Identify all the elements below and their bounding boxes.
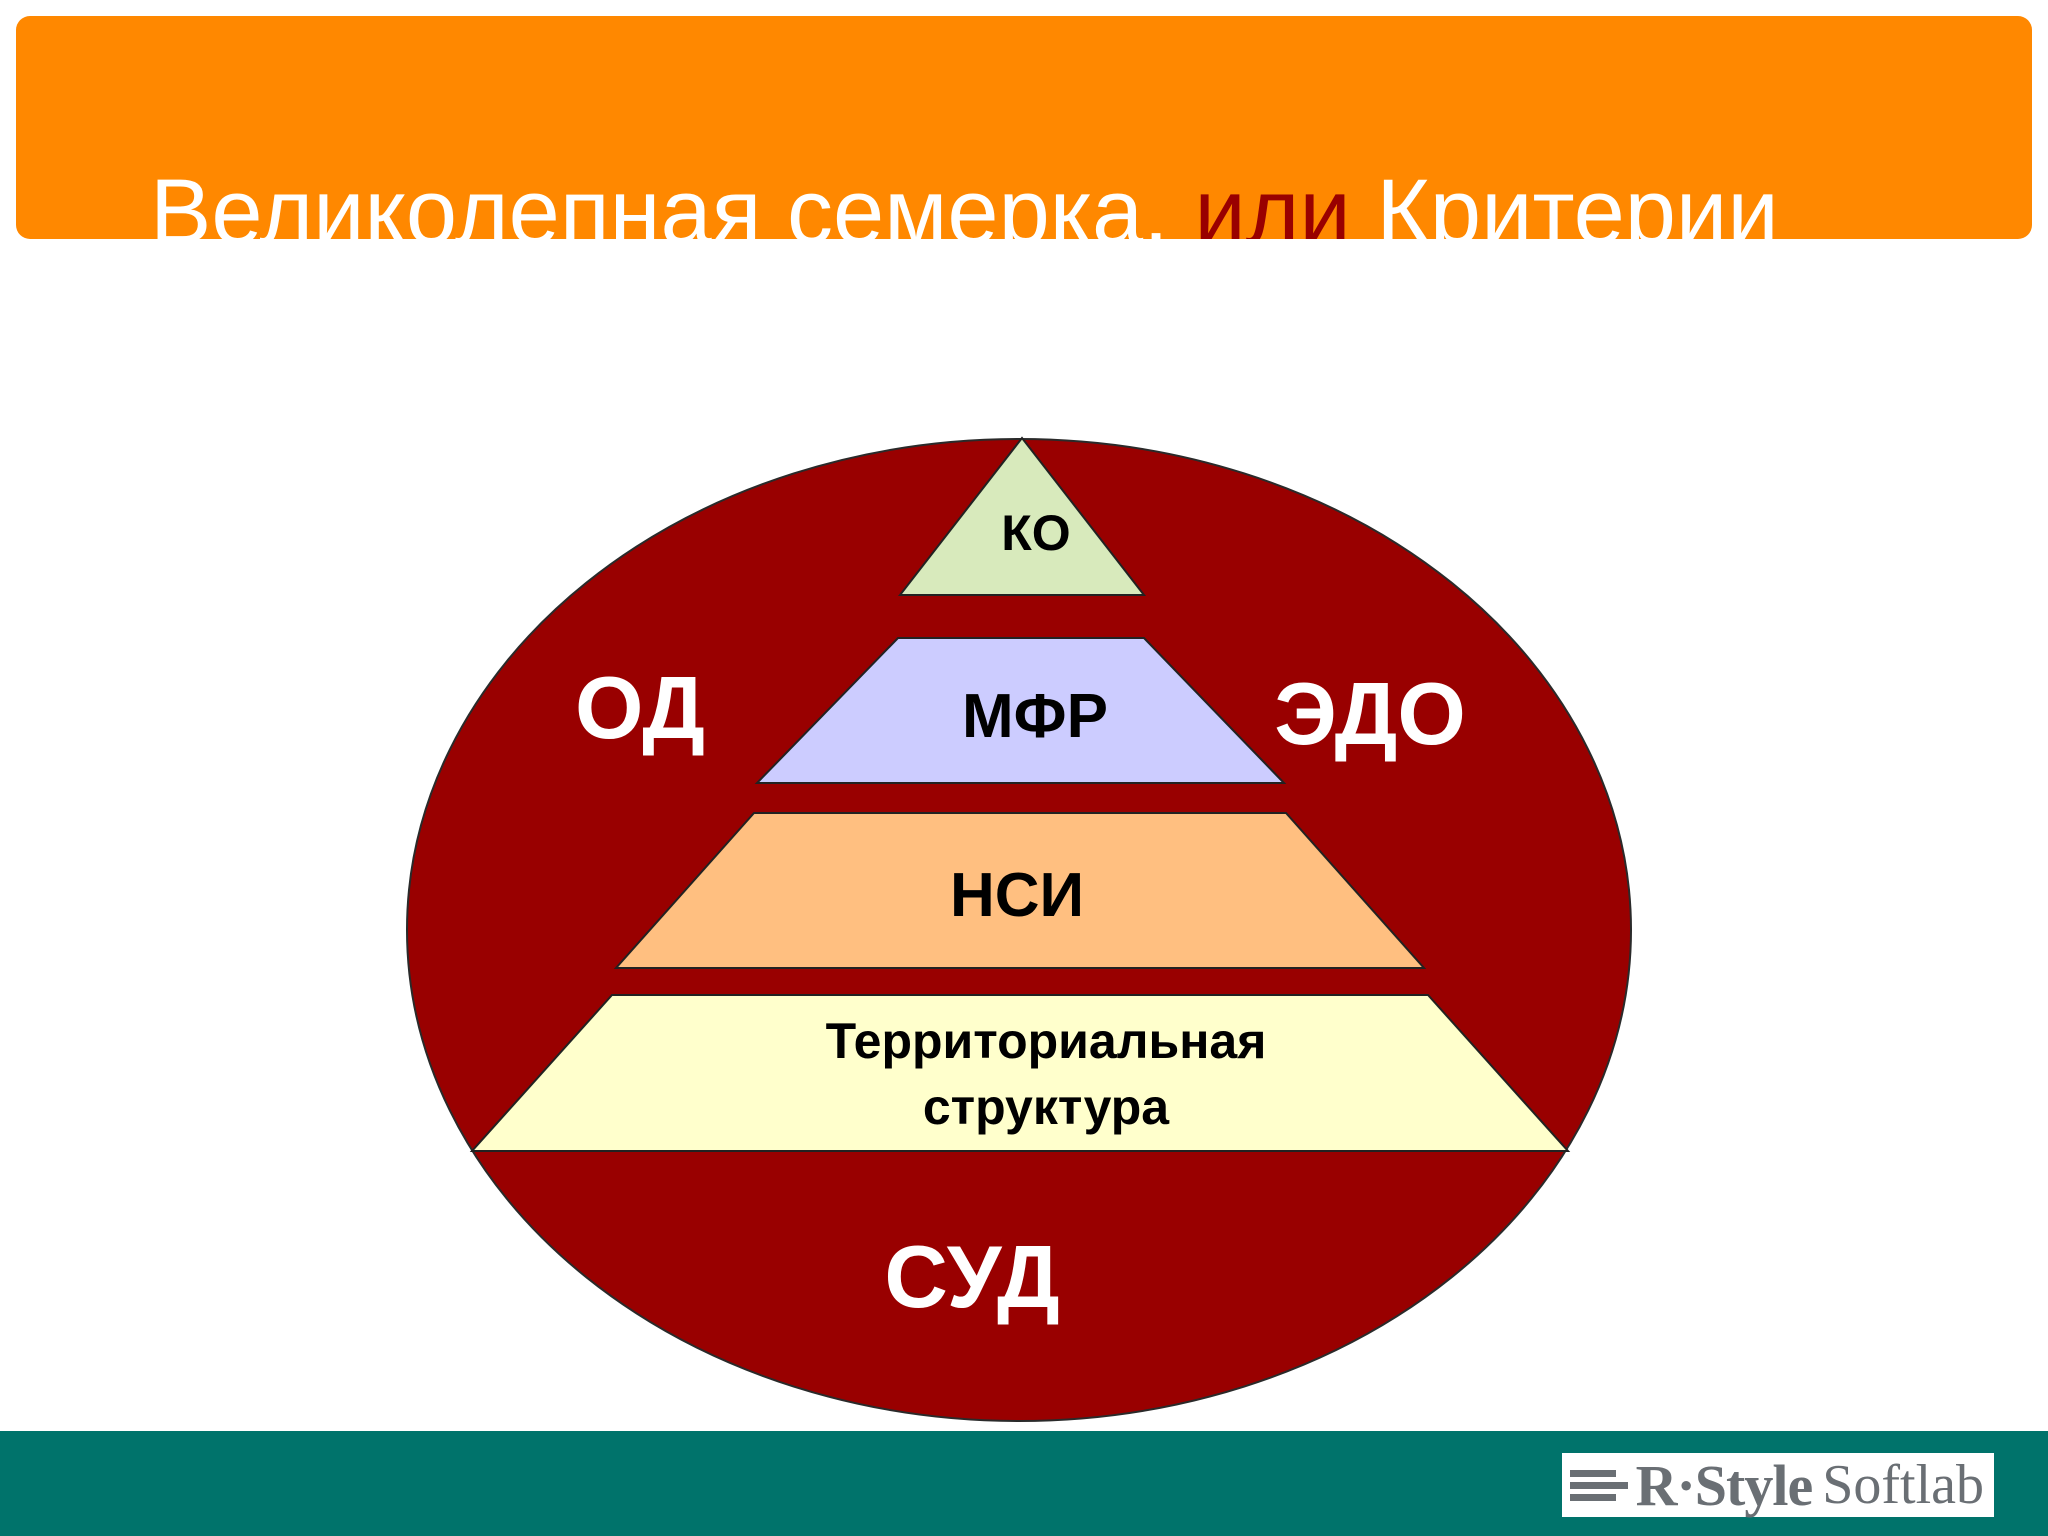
logo-brand: R·Style	[1635, 1452, 1814, 1518]
tier-nsi	[613, 812, 1427, 969]
tier-label-territorial-line2: структура	[923, 1079, 1170, 1135]
tier-ko	[897, 436, 1147, 596]
label-od: ОД	[575, 658, 705, 757]
title-accent: или	[1194, 161, 1351, 239]
logo-suffix: Softlab	[1822, 1454, 1984, 1516]
title-part2: Критерии	[1350, 161, 1779, 239]
company-logo: R·Style Softlab	[1561, 1452, 1994, 1518]
tier-mfr	[754, 637, 1287, 784]
footer-bar: R·Style Softlab	[0, 1431, 2048, 1536]
tier-label-ko: КО	[1001, 505, 1070, 561]
label-sud: СУД	[884, 1227, 1059, 1326]
slide-title: Великолепная семерка, или Критерии	[150, 166, 1779, 239]
tier-territorial	[469, 994, 1571, 1152]
pyramid-diagram: КО МФР НСИ Территориальная структура ОД …	[406, 436, 1632, 1422]
logo-mark-icon	[1569, 1469, 1628, 1501]
label-edo: ЭДО	[1274, 664, 1466, 763]
tier-label-territorial-line1: Территориальная	[826, 1013, 1267, 1069]
title-part1: Великолепная семерка,	[150, 161, 1195, 239]
tier-label-mfr: МФР	[962, 682, 1108, 751]
tier-label-nsi: НСИ	[950, 861, 1084, 930]
title-bar: Великолепная семерка, или Критерии	[16, 16, 2032, 239]
